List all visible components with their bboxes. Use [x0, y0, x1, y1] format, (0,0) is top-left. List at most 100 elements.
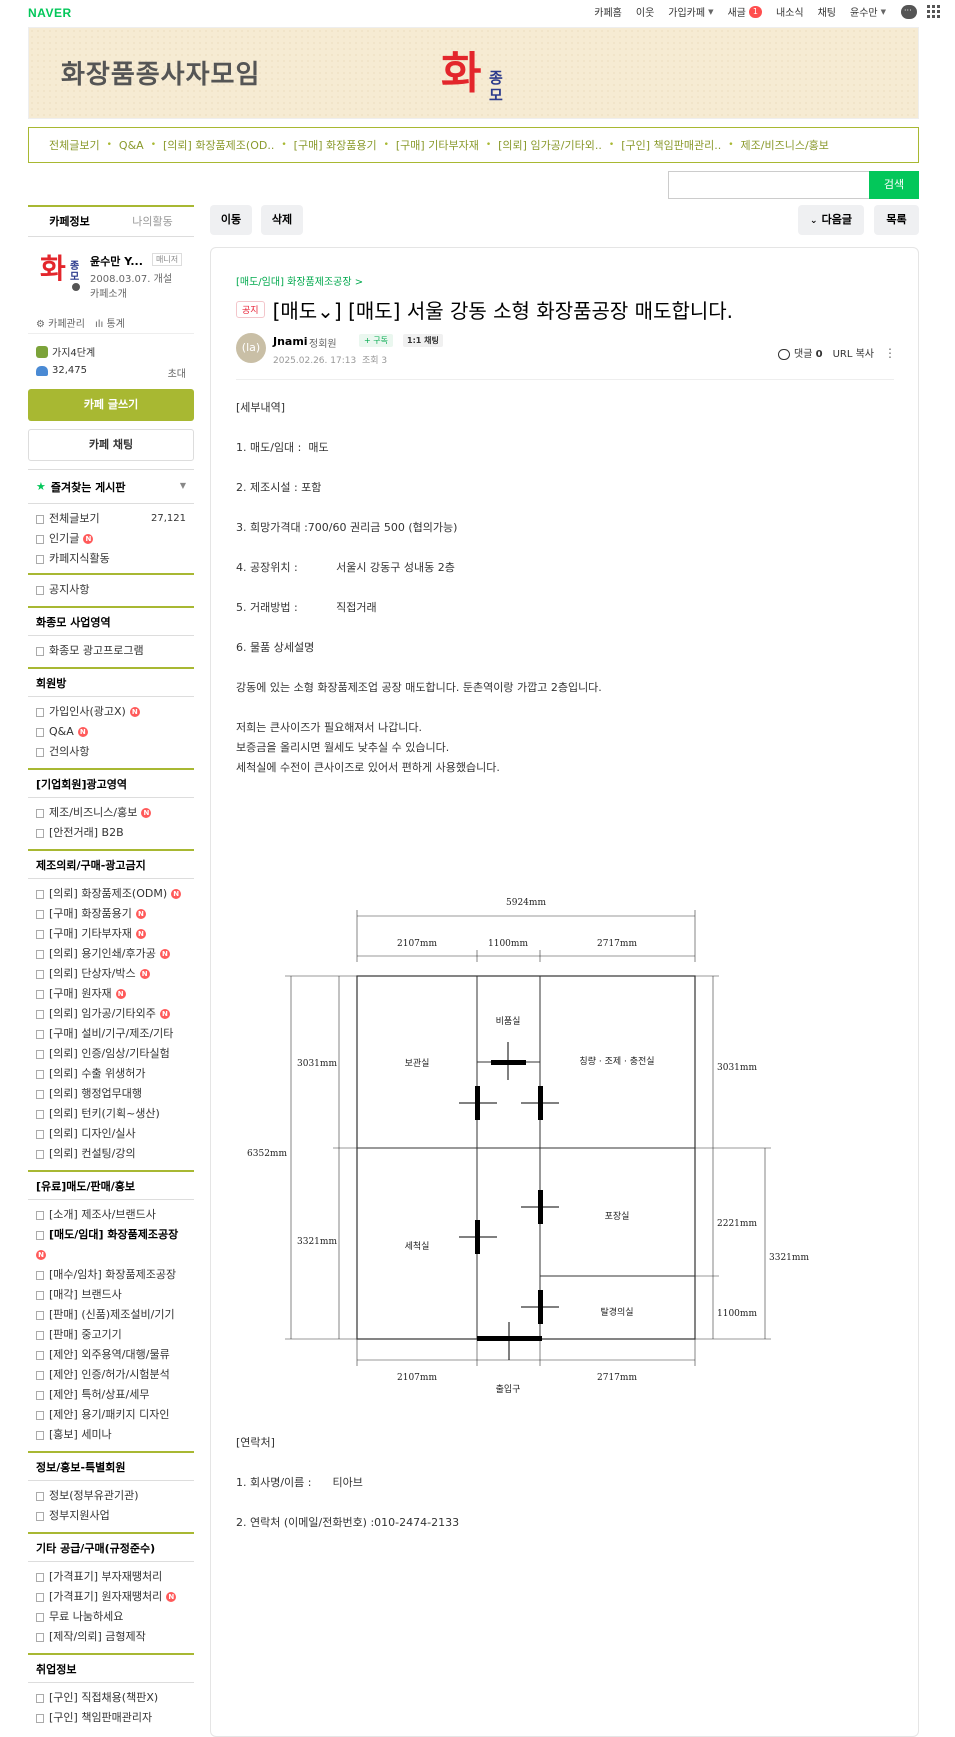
cafe-manager-name[interactable]: 윤수만 Y... — [90, 255, 143, 268]
gnb-cafe-home[interactable]: 카페홈 — [594, 8, 622, 19]
comment-button[interactable]: 댓글 0 — [778, 345, 823, 360]
menu-knowledge[interactable]: 카페지식활동 — [28, 549, 194, 569]
menu-label: [판매] (신품)제조설비/기기 — [49, 1308, 175, 1321]
menu-item[interactable]: [판매] (신품)제조설비/기기 — [28, 1305, 194, 1325]
naver-logo[interactable]: NAVER — [28, 6, 72, 20]
delete-button[interactable]: 삭제 — [261, 205, 303, 235]
subscribe-button[interactable]: + 구독 — [359, 334, 393, 347]
menu-label: [매수/임차] 화장품제조공장 — [49, 1268, 177, 1281]
menu-item[interactable]: [의뢰] 행정업무대행 — [28, 1084, 194, 1104]
board-icon — [36, 969, 44, 979]
cafe-intro-link[interactable]: 카페소개 — [90, 289, 127, 300]
menu-item[interactable]: [의뢰] 수출 위생허가 — [28, 1064, 194, 1084]
favorite-boards-toggle[interactable]: ★즐겨찾는 게시판▼ — [28, 469, 194, 504]
board-link-materials[interactable]: [구매] 기타부자재 — [395, 139, 479, 152]
cafe-chat-button[interactable]: 카페 채팅 — [28, 429, 194, 461]
cafe-banner[interactable]: 화장품종사자모임 화 종모 — [28, 27, 919, 119]
room-storage: 보관실 — [405, 1058, 430, 1069]
board-link-business[interactable]: 제조/비즈니스/홍보 — [740, 139, 829, 152]
one-to-one-chat-button[interactable]: 1:1 채팅 — [403, 334, 443, 347]
author-name[interactable]: Jnami — [273, 335, 308, 348]
board-link-outsourcing[interactable]: [의뢰] 임가공/기타외.. — [498, 139, 602, 152]
cafe-rank[interactable]: 가지4단계 — [36, 344, 186, 359]
menu-item[interactable]: [의뢰] 인증/임상/기타실험 — [28, 1044, 194, 1064]
menu-item[interactable]: [의뢰] 턴키(기획~생산) — [28, 1104, 194, 1124]
more-icon[interactable]: ⋮ — [884, 345, 896, 360]
url-copy-button[interactable]: URL 복사 — [832, 349, 874, 360]
menu-item[interactable]: [매수/임차] 화장품제조공장 — [28, 1265, 194, 1285]
body-line — [236, 658, 896, 678]
menu-item[interactable]: [매각] 브랜드사 — [28, 1285, 194, 1305]
member-count[interactable]: 32,475 — [36, 365, 186, 376]
gnb-neighbors[interactable]: 이웃 — [635, 8, 655, 19]
menu-item[interactable]: [제안] 용기/패키지 디자인 — [28, 1405, 194, 1425]
title-row: 공지 [매도⌄] [매도] 서울 강동 소형 화장품공장 매도합니다. — [236, 295, 733, 324]
menu-item-current[interactable]: [매도/임대] 화장품제조공장 — [28, 1225, 194, 1245]
board-link-all[interactable]: 전체글보기 — [49, 139, 100, 152]
menu-notice[interactable]: 공지사항 — [28, 580, 194, 600]
invite-link[interactable]: 초대 — [167, 369, 186, 380]
board-link-odm[interactable]: [의뢰] 화장품제조(OD.. — [163, 139, 275, 152]
next-post-button[interactable]: ⌄다음글 — [798, 205, 864, 235]
menu-item[interactable]: 화종모 광고프로그램 — [28, 641, 194, 661]
menu-item[interactable]: [구인] 직접채용(책판X) — [28, 1688, 194, 1708]
new-badge: N — [77, 727, 88, 737]
menu-item[interactable]: [구인] 책임판매관리자 — [28, 1708, 194, 1728]
tab-cafe-info[interactable]: 카페정보 — [49, 215, 90, 228]
menu-item[interactable]: [의뢰] 디자인/실사 — [28, 1124, 194, 1144]
search-input[interactable] — [668, 171, 870, 199]
chat-bubble-icon[interactable] — [901, 4, 917, 19]
tab-my-activity[interactable]: 나의활동 — [132, 215, 173, 228]
menu-item[interactable]: [구매] 설비/기구/제조/기타 — [28, 1024, 194, 1044]
gnb-joined-cafes[interactable]: 가입카페▼ — [661, 4, 720, 20]
menu-item[interactable]: [제안] 외주용역/대행/물류 — [28, 1345, 194, 1365]
board-link-qa[interactable]: Q&A — [118, 138, 144, 152]
board-breadcrumb[interactable]: [매도/임대] 화장품제조공장 > — [236, 277, 364, 288]
gnb-chat[interactable]: 채팅 — [817, 8, 836, 19]
menu-label: [의뢰] 수출 위생허가 — [49, 1067, 146, 1080]
board-link-container[interactable]: [구매] 화장품용기 — [293, 139, 377, 152]
menu-label: Q&A — [49, 725, 74, 738]
menu-item[interactable]: [의뢰] 화장품제조(ODM)N — [28, 884, 194, 904]
menu-item[interactable]: [홍보] 세미나 — [28, 1425, 194, 1445]
cafe-admin-link[interactable]: ⚙ 카페관리 — [36, 319, 85, 330]
menu-item[interactable]: [제작/의뢰] 금형제작 — [28, 1627, 194, 1647]
gear-icon[interactable] — [70, 281, 82, 293]
menu-item[interactable]: [제안] 특허/상표/세무 — [28, 1385, 194, 1405]
menu-item[interactable]: 무료 나눔하세요 — [28, 1607, 194, 1627]
cafe-write-button[interactable]: 카페 글쓰기 — [28, 389, 194, 421]
menu-item[interactable]: [가격표기] 부자재땡처리 — [28, 1567, 194, 1587]
gnb-my-news[interactable]: 내소식 — [775, 8, 804, 19]
list-button[interactable]: 목록 — [874, 205, 919, 235]
menu-item[interactable]: 가입인사(광고X)N — [28, 702, 194, 722]
menu-item[interactable]: [제안] 인증/허가/시험분석 — [28, 1365, 194, 1385]
avatar[interactable]: (la) — [236, 333, 266, 363]
menu-item[interactable]: [소개] 제조사/브랜드사 — [28, 1205, 194, 1225]
menu-item[interactable]: 건의사항 — [28, 742, 194, 762]
menu-item[interactable]: [의뢰] 컨설팅/강의 — [28, 1144, 194, 1164]
board-icon — [36, 1430, 44, 1440]
stats-link[interactable]: ılı 통계 — [94, 319, 125, 330]
board-link-recruit[interactable]: [구인] 책임판매관리.. — [621, 139, 722, 152]
menu-item[interactable]: 정부지원사업 — [28, 1506, 194, 1526]
dim-width-2: 1100mm — [488, 939, 528, 949]
search-button[interactable]: 검색 — [869, 171, 919, 199]
gnb-user-menu[interactable]: 윤수만▼ — [843, 4, 893, 20]
move-button[interactable]: 이동 — [210, 205, 252, 235]
menu-item[interactable]: 정보(정부유관기관) — [28, 1486, 194, 1506]
apps-grid-icon[interactable] — [927, 4, 941, 19]
menu-item[interactable]: [판매] 중고기기 — [28, 1325, 194, 1345]
menu-item[interactable]: [안전거래] B2B — [28, 823, 194, 843]
